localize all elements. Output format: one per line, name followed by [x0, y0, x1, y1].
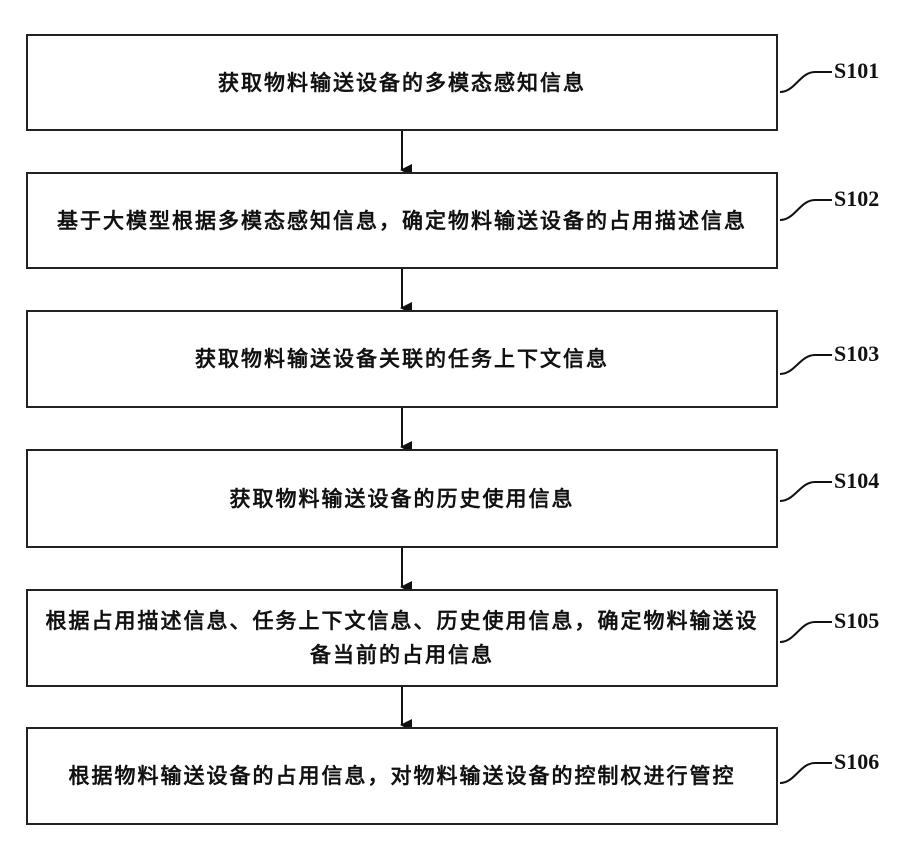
step-box-s103: 获取物料输送设备关联的任务上下文信息: [26, 310, 778, 408]
leader-s105: [780, 622, 832, 642]
step-text-s101: 获取物料输送设备的多模态感知信息: [204, 66, 600, 100]
step-text-s106: 根据物料输送设备的占用信息，对物料输送设备的控制权进行管控: [55, 759, 750, 793]
leader-s103: [780, 355, 832, 374]
leader-s106: [780, 763, 832, 783]
step-label-s103: S103: [834, 341, 879, 367]
step-box-s102: 基于大模型根据多模态感知信息，确定物料输送设备的占用描述信息: [26, 172, 778, 269]
step-text-s104: 获取物料输送设备的历史使用信息: [216, 482, 589, 516]
step-label-s106: S106: [834, 749, 879, 775]
step-text-s105: 根据占用描述信息、任务上下文信息、历史使用信息，确定物料输送设备当前的占用信息: [28, 604, 776, 672]
step-box-s106: 根据物料输送设备的占用信息，对物料输送设备的控制权进行管控: [26, 727, 778, 825]
step-box-s101: 获取物料输送设备的多模态感知信息: [26, 34, 778, 131]
step-label-s102: S102: [834, 186, 879, 212]
step-label-s104: S104: [834, 468, 879, 494]
leader-s104: [780, 482, 832, 501]
leader-s102: [780, 200, 832, 220]
step-box-s104: 获取物料输送设备的历史使用信息: [26, 449, 778, 548]
step-label-s101: S101: [834, 58, 879, 84]
step-label-s105: S105: [834, 608, 879, 634]
step-text-s102: 基于大模型根据多模态感知信息，确定物料输送设备的占用描述信息: [43, 204, 761, 238]
step-box-s105: 根据占用描述信息、任务上下文信息、历史使用信息，确定物料输送设备当前的占用信息: [26, 589, 778, 687]
step-text-s103: 获取物料输送设备关联的任务上下文信息: [181, 342, 623, 376]
leader-s101: [780, 72, 832, 92]
